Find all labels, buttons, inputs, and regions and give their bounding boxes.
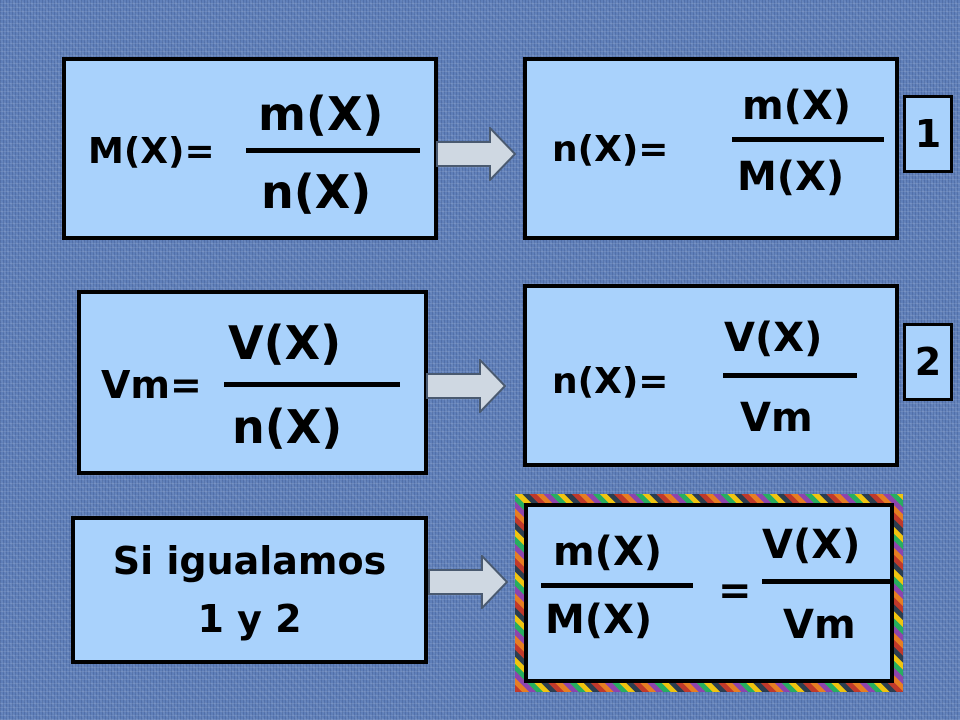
equating-text-line2: 1 y 2 bbox=[197, 597, 302, 641]
moles-numerator: V(X) bbox=[724, 315, 823, 361]
fraction-bar bbox=[224, 382, 400, 387]
formula-box-molar-mass: M(X)= m(X) n(X) bbox=[62, 57, 438, 240]
equals-sign: = bbox=[718, 568, 752, 614]
molar-volume-denominator: n(X) bbox=[232, 400, 343, 454]
moles-numerator: m(X) bbox=[742, 83, 852, 129]
fraction-bar bbox=[762, 579, 892, 584]
fraction-bar bbox=[541, 583, 693, 588]
equating-text-line1: Si igualamos bbox=[112, 539, 387, 583]
combined-left-denominator: M(X) bbox=[545, 597, 653, 643]
fraction-bar bbox=[732, 137, 884, 142]
equation-tag-2: 2 bbox=[903, 323, 953, 401]
molar-volume-lhs: Vm= bbox=[101, 363, 202, 407]
moles-denominator: Vm bbox=[740, 395, 813, 441]
formula-box-molar-volume: Vm= V(X) n(X) bbox=[77, 290, 428, 475]
moles-lhs: n(X)= bbox=[552, 361, 669, 402]
combined-right-numerator: V(X) bbox=[762, 522, 861, 568]
combined-right-denominator: Vm bbox=[783, 602, 856, 648]
combined-left-numerator: m(X) bbox=[553, 529, 663, 575]
fraction-bar bbox=[246, 148, 420, 153]
moles-denominator: M(X) bbox=[737, 154, 845, 200]
moles-lhs: n(X)= bbox=[552, 129, 669, 170]
fraction-bar bbox=[723, 373, 857, 378]
formula-box-combined: m(X) M(X) = V(X) Vm bbox=[524, 503, 894, 683]
right-arrow-icon bbox=[426, 359, 506, 413]
formula-box-moles-from-mass: n(X)= m(X) M(X) bbox=[523, 57, 899, 240]
molar-volume-numerator: V(X) bbox=[228, 316, 342, 370]
right-arrow-icon bbox=[428, 555, 508, 609]
right-arrow-icon bbox=[436, 127, 516, 181]
formula-box-moles-from-volume: n(X)= V(X) Vm bbox=[523, 284, 899, 467]
equation-tag-1: 1 bbox=[903, 95, 953, 173]
molar-mass-lhs: M(X)= bbox=[88, 131, 215, 172]
molar-mass-denominator: n(X) bbox=[261, 165, 372, 219]
text-box-equating: Si igualamos 1 y 2 bbox=[71, 516, 428, 664]
molar-mass-numerator: m(X) bbox=[258, 87, 384, 141]
